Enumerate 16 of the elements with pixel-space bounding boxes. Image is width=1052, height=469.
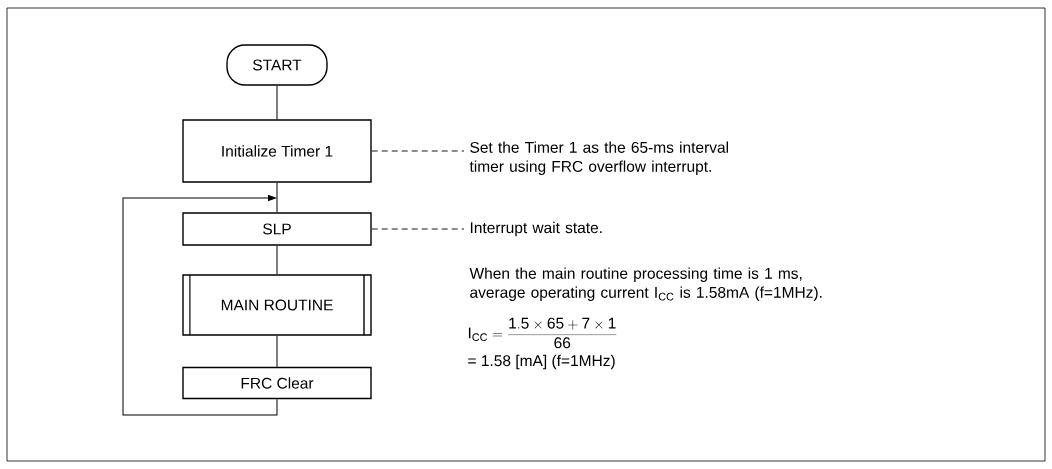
process-box: Initialize Timer 1 — [182, 119, 372, 183]
formula-result: = 1.58 [mA] (f=1MHz) — [468, 354, 615, 370]
flow-line — [276, 335, 278, 368]
formula: $\mathrm{I}_{\mathrm{CC}} = \frac{\mathrm{1.5}\times \mathrm{65}+\mathrm{7}\times \mathrm{1}}{\mathrm{66}}$ — [468, 317, 617, 349]
annotation-text: Set the Timer 1 as the 65-ms interval timer using FRC overflow interrupt. — [469, 141, 728, 175]
flow-line — [276, 85, 278, 120]
annotation-text: Interrupt wait state. — [470, 221, 602, 237]
note-text: When the main routine processing time is 1 ms, average operating current I$_{CC}$ is 1.58mA (f=1MHz). — [469, 267, 822, 301]
leader-line — [371, 150, 465, 152]
loop-arrow — [122, 195, 278, 416]
process-box: SLP — [182, 212, 372, 246]
leader-line — [371, 228, 465, 230]
subroutine-box: MAIN ROUTINE — [182, 274, 372, 336]
flow-line — [276, 245, 278, 275]
process-box: FRC Clear — [182, 366, 372, 400]
flow-line — [276, 182, 278, 213]
